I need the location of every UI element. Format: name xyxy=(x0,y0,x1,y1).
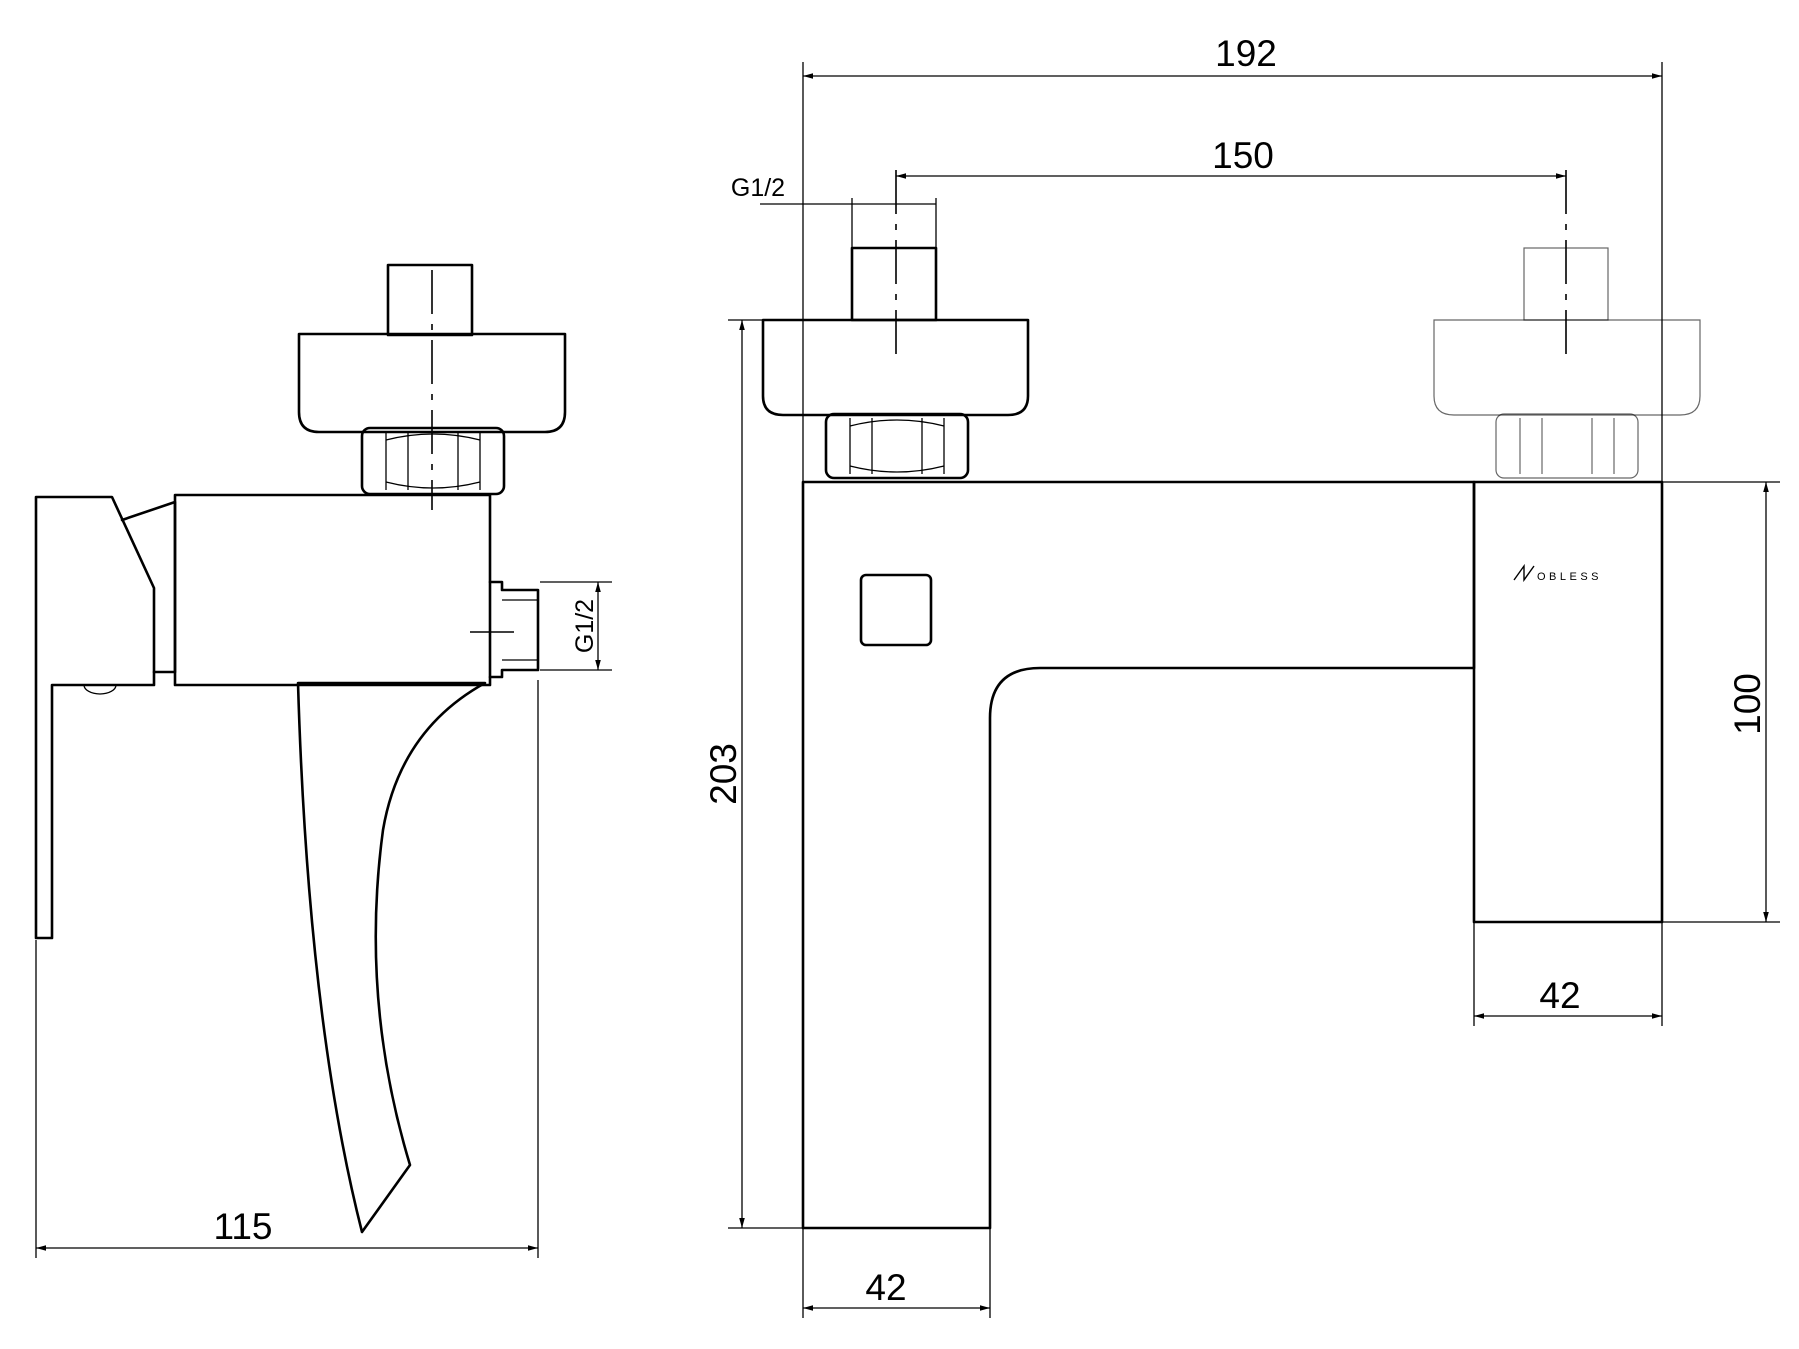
front-left-flange xyxy=(761,318,1030,417)
side-spout xyxy=(296,681,487,1234)
side-view xyxy=(34,263,567,1234)
front-mixer-body xyxy=(801,480,1476,1230)
side-outlet-thread xyxy=(488,580,540,679)
body-width-label: 42 xyxy=(1539,975,1580,1016)
front-view-dimensions: 192 150 G1/2 203 100 42 42 xyxy=(703,33,1780,1318)
brand-logo: OBLESS xyxy=(1513,563,1602,583)
logo-text: OBLESS xyxy=(1537,571,1602,583)
front-right-hex-nut xyxy=(1495,413,1639,479)
side-mixer-body xyxy=(173,493,492,687)
overall-width-label: 192 xyxy=(1215,33,1277,74)
front-left-stub xyxy=(850,246,938,322)
front-view: OBLESS xyxy=(761,170,1701,1230)
logo-n-mark-icon xyxy=(1513,563,1535,583)
body-height-label: 100 xyxy=(1727,673,1768,735)
front-thread-label: G1/2 xyxy=(731,174,785,202)
spout-width-label: 42 xyxy=(865,1267,906,1308)
side-view-dimensions: 115 G1/2 xyxy=(35,581,612,1258)
side-lever-handle xyxy=(34,495,156,940)
height-label: 203 xyxy=(703,743,744,805)
side-hex-nut xyxy=(360,426,506,496)
side-thread-label: G1/2 xyxy=(571,599,599,653)
front-cartridge-block xyxy=(1472,480,1664,924)
inlet-spacing-label: 150 xyxy=(1212,135,1274,176)
front-left-hex-nut xyxy=(824,412,970,480)
front-control-button xyxy=(859,573,933,647)
side-flange xyxy=(297,332,567,434)
front-right-flange xyxy=(1433,319,1701,416)
side-top-stub xyxy=(386,263,474,337)
side-width-label: 115 xyxy=(214,1206,273,1247)
